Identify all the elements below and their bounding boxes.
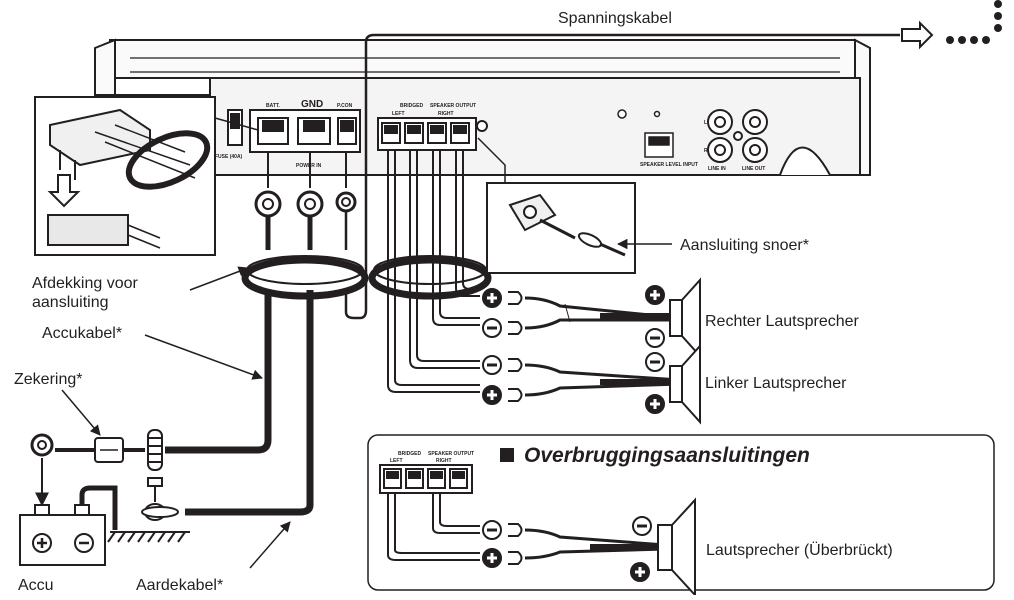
battery-cable-label: Accukabel* [42,325,122,342]
bridged-label: BRIDGED [400,103,423,109]
battery-ring-lug [30,433,54,457]
bridge-bridged-label: BRIDGED [398,451,421,457]
label-pointers [61,266,291,569]
bridge-terminal-block [379,464,473,494]
bridge-speaker-cables [387,493,696,598]
remote-continuation-arrow [901,0,1002,50]
fuse-label: Zekering* [14,371,82,388]
power-terminal-cover-ring [241,255,369,300]
line-out-label: LINE OUT [742,166,765,172]
power-cables [55,33,900,516]
bridge-left-label: LEFT [390,458,403,464]
bridge-speaker-output-label: SPEAKER OUTPUT [428,451,474,457]
speaker-output-terminal-block [377,117,488,151]
power-in-label: POWER IN [296,163,322,169]
battery-ground-strap [79,485,118,530]
left-channel-label: LEFT [392,111,405,117]
line-in-label: LINE IN [708,166,726,172]
speaker-terminal-cover-ring [368,255,492,300]
bridge-connections-panel [367,434,995,591]
battery-label: Accu [18,577,54,594]
bridge-title-bullet [500,448,514,462]
power-terminal-block [249,109,361,153]
bridge-title: Overbruggingsaansluitingen [524,444,810,467]
speaker-level-input-label: SPEAKER LEVEL INPUT [640,162,698,168]
speaker-level-input-connector [617,109,674,158]
terminal-cover-label-line2: aansluiting [32,294,109,311]
rca-r-label: R [704,148,708,154]
pcon-terminal-label: P.CON [337,103,353,109]
inset-pointer-line [214,117,259,131]
terminal-cover-label-line1: Afdekking voor [32,275,139,292]
speaker-cables [387,150,480,393]
battery [19,504,106,566]
connection-cord-label: Aansluiting snoer* [680,237,809,254]
ground-bolt [141,477,179,521]
right-channel-label: RIGHT [438,111,454,117]
rca-jacks [707,109,768,163]
power-cable-label: Spanningskabel [558,10,672,27]
speaker-output-label: SPEAKER OUTPUT [430,103,476,109]
rca-l-label: L [704,120,707,126]
connection-cord-inset [477,137,636,274]
bridged-speaker-label: Lautsprecher (Überbrückt) [706,541,893,559]
batt-terminal-label: BATT. [266,103,280,109]
ground-cable-label: Aardekabel* [136,577,223,594]
right-speaker-label: Rechter Lautsprecher [705,313,860,330]
firewall-grommet [147,429,163,471]
chassis-ground-symbol [107,531,190,543]
terminal-cover-inset [34,96,216,256]
left-speaker-harness [482,343,701,425]
gnd-terminal-label: GND [301,99,323,110]
fuse-rating-label: FUSE (40A) [215,154,243,160]
right-speaker-harness [482,277,701,359]
bridge-right-label: RIGHT [436,458,452,464]
left-speaker-label: Linker Lautsprecher [705,375,847,392]
fuse-holder [94,437,124,463]
